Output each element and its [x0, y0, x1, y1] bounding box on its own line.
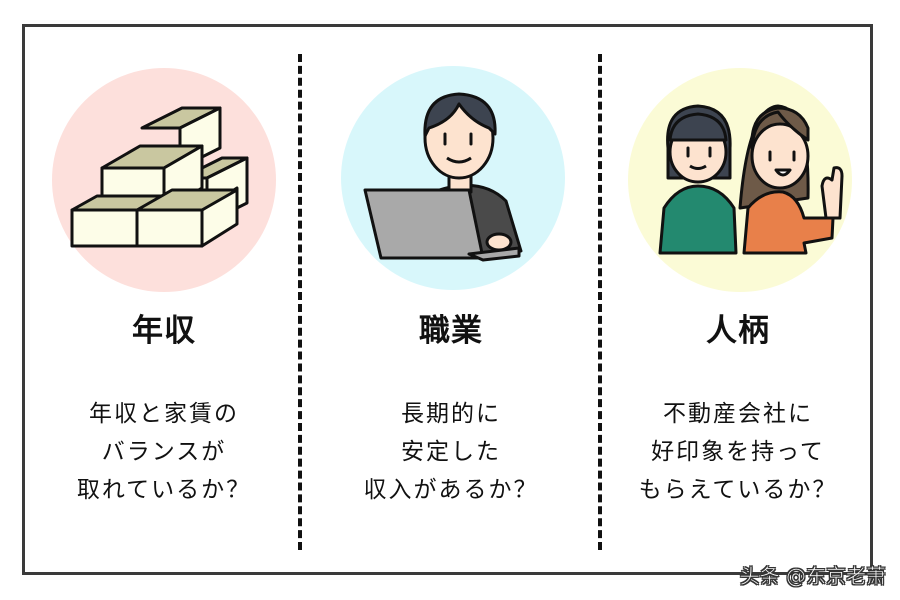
column-title: 年収	[132, 313, 196, 349]
column-description: 不動産会社に 好印象を持って もらえているか？	[598, 395, 878, 509]
description-line: 好印象を持って	[651, 439, 825, 465]
column-description: 長期的に 安定した 収入があるか？	[311, 395, 591, 509]
description-line: バランスが	[101, 439, 227, 465]
description-line: 長期的に	[401, 401, 501, 427]
occupation-circle	[341, 66, 565, 290]
column-title: 人柄	[706, 313, 770, 349]
watermark: 头条 @东京老萧	[739, 564, 886, 589]
dashed-divider-1	[298, 54, 302, 550]
column-description: 年収と家賃の バランスが 取れているか？	[24, 395, 304, 509]
two-women-icon	[658, 104, 844, 255]
personality-circle	[628, 68, 852, 292]
dashed-divider-2	[598, 54, 602, 550]
content-frame	[22, 24, 873, 575]
income-circle	[52, 68, 276, 292]
money-stack-icon	[70, 106, 249, 248]
description-line: もらえているか？	[638, 477, 838, 503]
description-line: 収入があるか？	[363, 477, 539, 503]
description-line: 安定した	[401, 439, 501, 465]
description-line: 取れているか？	[76, 477, 252, 503]
description-line: 不動産会社に	[663, 401, 813, 427]
person-laptop-icon	[363, 92, 523, 262]
column-title: 職業	[419, 313, 483, 349]
description-line: 年収と家賃の	[89, 401, 239, 427]
